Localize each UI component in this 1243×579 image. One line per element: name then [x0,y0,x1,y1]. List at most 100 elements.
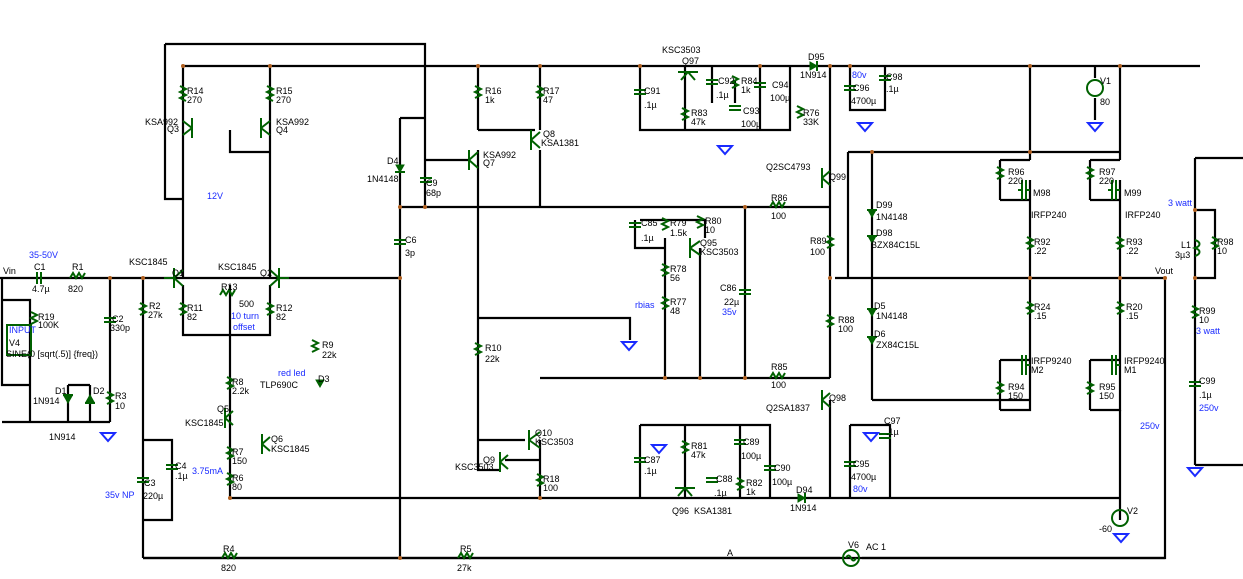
label-r18: R18 [543,474,560,484]
label-v1: V1 [1100,76,1112,86]
label-d98v: BZX84C15L [871,240,921,250]
label-r14v: 270 [187,95,203,105]
label-v2v: -60 [1099,524,1113,534]
label-c6: C6 [405,235,417,245]
label-r94v: 150 [1008,391,1024,401]
label-ksc1845d: KSC1845 [271,444,310,454]
label-d5: D5 [874,301,886,311]
label-c90: C90 [774,463,791,473]
label-ksc1845a: KSC1845 [129,257,168,267]
label-r98: R98 [1217,237,1234,247]
label-c97: C97 [884,416,901,426]
label-c95v: 4700µ [851,472,877,482]
label-r93v: .22 [1126,246,1139,256]
label-c9v: 68p [426,188,442,198]
label-q97: Q97 [682,56,700,66]
label-r83: R83 [691,108,708,118]
label-v12: 12V [207,191,224,201]
label-ksa992c: KSA992 [483,150,517,160]
label-r89: R89 [810,236,827,246]
label-d95: D95 [808,52,825,62]
label-ma: 3.75mA [192,466,224,476]
label-r12v: 82 [276,312,287,322]
label-r17: R17 [543,86,560,96]
label-r96v: 220 [1008,176,1024,186]
label-r18v: 100 [543,483,559,493]
label-r4v: 820 [221,563,237,573]
label-r1: R1 [72,262,84,272]
label-c85v: .1µ [641,233,654,243]
label-r4: R4 [223,544,235,554]
label-r17v: 47 [543,95,554,105]
label-d4: D4 [387,156,399,166]
label-q1: Q1 [172,268,185,278]
label-r78: R78 [670,264,687,274]
label-v3550: 35-50V [29,250,59,260]
label-rbias: rbias [635,300,655,310]
label-r8v: 2.2k [232,386,250,396]
label-r15: R15 [276,86,293,96]
label-q95: Q95 [700,238,718,248]
label-c95: C95 [853,459,870,469]
label-c1: C1 [34,262,46,272]
label-r88: R88 [838,315,855,325]
label-v1v: 80 [1100,97,1111,107]
label-v35: 35v [722,307,737,317]
label-r13v: 500 [239,299,255,309]
label-r85v: 100 [771,380,787,390]
label-c87: C87 [644,455,661,465]
label-q7: Q7 [483,158,496,168]
label-r19: R19 [38,312,55,322]
label-r77v: 48 [670,306,681,316]
label-q10: Q10 [535,428,553,438]
label-c94v: 100µ [770,93,791,103]
label-r81: R81 [691,441,708,451]
label-ksc1845b: KSC1845 [218,262,257,272]
label-c86: C86 [720,283,737,293]
label-r85: R85 [771,362,788,372]
label-v6: V6 [848,540,860,550]
label-r20: R20 [1126,302,1143,312]
label-m99: M99 [1124,188,1142,198]
label-r6: R6 [232,473,244,483]
label-ksa992a: KSA992 [145,117,179,127]
label-r95: R95 [1099,382,1116,392]
label-irfp240a: IRFP240 [1031,210,1067,220]
label-r3: R3 [115,391,127,401]
label-m98: M98 [1033,188,1051,198]
label-c96: C96 [853,83,870,93]
label-c1v: 4.7µ [32,284,50,294]
label-d99: D99 [876,200,893,210]
label-a: A [727,548,734,558]
label-r83v: 47k [691,117,706,127]
label-r7: R7 [232,447,244,457]
label-c9: C9 [426,178,438,188]
label-ksc3503b: KSC3503 [455,462,494,472]
label-r2: R2 [149,301,161,311]
label-r84v: 1k [741,85,751,95]
diodes [63,61,877,503]
inductor-l1 [1191,239,1201,257]
label-w3: 3 watt [1168,198,1193,208]
label-r92: R92 [1034,237,1051,247]
label-ksa1381b: KSA1381 [694,506,733,516]
label-r12: R12 [276,303,293,313]
label-v4: V4 [9,338,21,348]
label-r96: R96 [1008,167,1025,177]
label-q8: Q8 [543,129,556,139]
label-irfp240b: IRFP240 [1125,210,1161,220]
label-r88v: 100 [838,324,854,334]
label-ksa1381a: KSA1381 [541,138,580,148]
label-r82: R82 [746,478,763,488]
label-q96: Q96 [672,506,690,516]
label-r20v: .15 [1126,311,1139,321]
label-v250b: 250v [1140,421,1160,431]
label-ksc1845c: KSC1845 [185,418,224,428]
label-ksc3503a: KSC3503 [535,437,574,447]
label-c89: C89 [743,437,760,447]
label-c2: C2 [112,314,124,324]
label-d99v: 1N4148 [876,212,908,222]
label-c85: C85 [641,218,658,228]
label-w3b: 3 watt [1196,326,1221,336]
